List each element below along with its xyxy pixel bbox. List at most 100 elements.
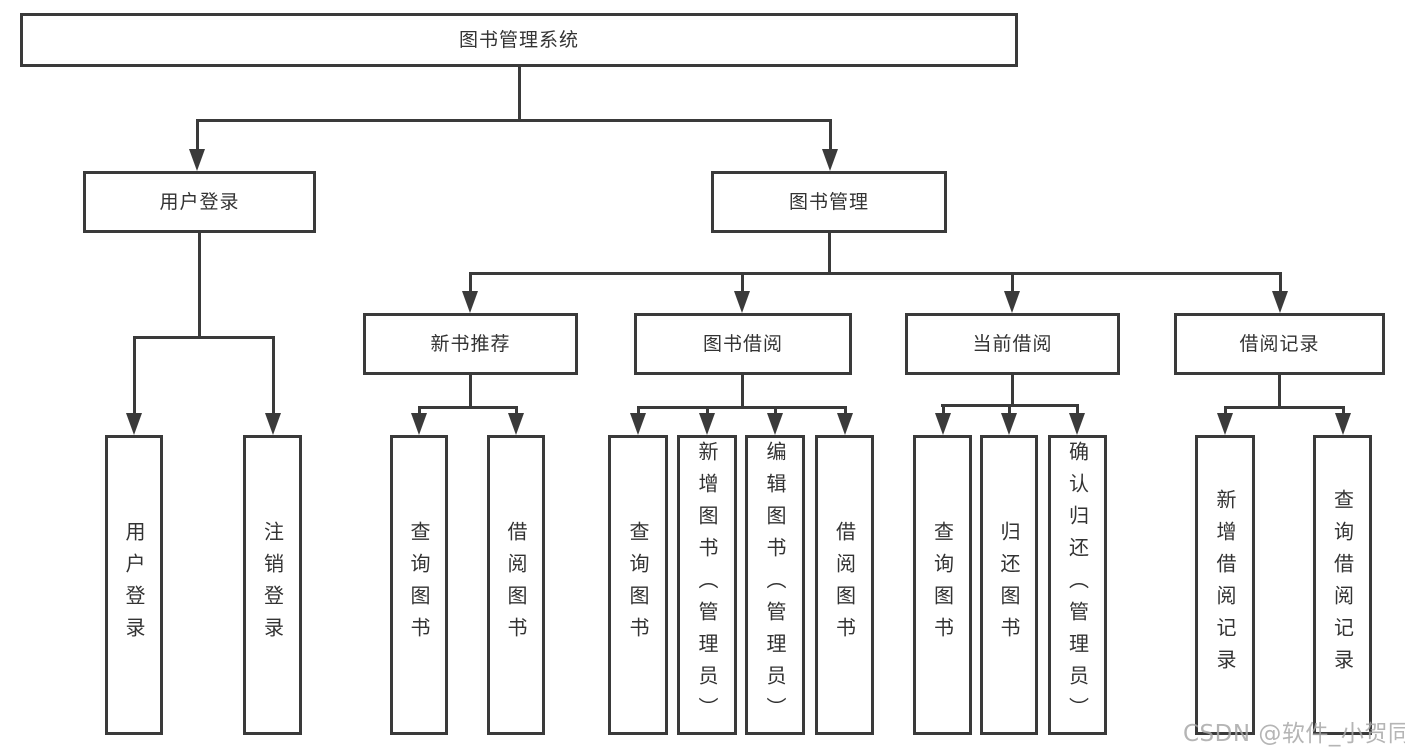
connector-drop-leaf-login (126, 336, 142, 435)
node-book-management: 图书管理 (711, 171, 947, 233)
connector-drop-borrowing-records (1272, 272, 1288, 313)
connector-drop-book-management (822, 119, 838, 171)
csdn-watermark: CSDN @软件_小贺同学 (1183, 721, 1405, 747)
node-root-label: 图书管理系统 (458, 28, 579, 51)
connector-new-book-stem (469, 375, 472, 409)
connector-book-borrowing-rail (637, 406, 846, 409)
connector-stem (417, 406, 421, 413)
leaf-add-books-admin: 新增图书（管理员） (677, 435, 737, 735)
connector-drop-add-books-admin (699, 406, 715, 435)
connector-drop-new-book-recommendation (462, 272, 478, 313)
connector-drop-book-borrowing (734, 272, 750, 313)
connector-drop-query-borrow-record (1335, 406, 1351, 435)
node-book-borrowing-label: 图书借阅 (702, 332, 783, 355)
connector-stem (468, 272, 472, 291)
connector-stem (828, 119, 832, 149)
connector-book-management-stem (828, 233, 831, 275)
connector-stem (1341, 406, 1345, 413)
connector-stem (271, 336, 275, 413)
leaf-query-books-current-label: 查询图书 (930, 521, 955, 649)
leaf-logout: 注销登录 (243, 435, 302, 735)
connector-stem (514, 406, 518, 413)
connector-stem (773, 406, 777, 413)
connector-drop-leaf-logout (265, 336, 281, 435)
connector-stem (1223, 406, 1227, 413)
leaf-add-borrow-record-label: 新增借阅记录 (1213, 489, 1237, 681)
connector-borrowing-records-stem (1278, 375, 1281, 409)
arrowhead-down-icon (734, 291, 750, 313)
arrowhead-down-icon (411, 413, 427, 435)
leaf-confirm-return-admin-label: 确认归还（管理员） (1065, 441, 1090, 729)
leaf-borrow-books-borrowing-label: 借阅图书 (832, 521, 857, 649)
leaf-borrow-books-recommend: 借阅图书 (487, 435, 545, 735)
arrowhead-down-icon (1272, 291, 1288, 313)
leaf-confirm-return-admin: 确认归还（管理员） (1048, 435, 1107, 735)
connector-drop-add-borrow-record (1217, 406, 1233, 435)
connector-stem (636, 406, 640, 413)
connector-stem (740, 272, 744, 291)
leaf-borrow-books-borrowing: 借阅图书 (815, 435, 874, 735)
leaf-query-borrow-record: 查询借阅记录 (1313, 435, 1372, 735)
leaf-user-login: 用户登录 (105, 435, 163, 735)
connector-stem (132, 336, 136, 413)
connector-drop-query-books-2 (630, 406, 646, 435)
connector-stem (1278, 272, 1282, 291)
connector-drop-borrow-books-2 (837, 406, 853, 435)
leaf-edit-books-admin: 编辑图书（管理员） (745, 435, 805, 735)
node-book-management-label: 图书管理 (788, 190, 869, 213)
connector-user-login-stem (198, 233, 201, 339)
node-user-login: 用户登录 (83, 171, 316, 233)
node-borrowing-records: 借阅记录 (1174, 313, 1385, 375)
arrowhead-down-icon (822, 149, 838, 171)
connector-drop-current-borrowing (1004, 272, 1020, 313)
leaf-return-books-label: 归还图书 (997, 521, 1021, 649)
connector-drop-borrow-books-1 (508, 406, 524, 435)
connector-stem (1075, 404, 1079, 413)
connector-new-book-rail (418, 406, 518, 409)
node-current-borrowing-label: 当前借阅 (972, 332, 1053, 355)
connector-borrowing-records-rail (1224, 406, 1344, 409)
arrowhead-down-icon (126, 413, 142, 435)
connector-level2-rail (196, 119, 832, 122)
leaf-edit-books-admin-label: 编辑图书（管理员） (763, 441, 787, 729)
leaf-query-borrow-record-label: 查询借阅记录 (1330, 489, 1355, 681)
connector-stem (843, 406, 847, 413)
arrowhead-down-icon (1001, 413, 1017, 435)
connector-root-stem (518, 67, 521, 122)
node-root: 图书管理系统 (20, 13, 1018, 67)
connector-stem (941, 404, 945, 413)
connector-current-borrowing-stem (1011, 375, 1014, 407)
leaf-borrow-books-recommend-label: 借阅图书 (504, 521, 528, 649)
arrowhead-down-icon (189, 149, 205, 171)
leaf-query-books-borrowing-label: 查询图书 (626, 521, 650, 649)
node-book-borrowing: 图书借阅 (634, 313, 852, 375)
connector-drop-query-books-3 (935, 404, 951, 435)
arrowhead-down-icon (837, 413, 853, 435)
arrowhead-down-icon (1004, 291, 1020, 313)
connector-stem (195, 119, 199, 149)
arrowhead-down-icon (1335, 413, 1351, 435)
leaf-logout-label: 注销登录 (260, 521, 285, 649)
connector-level3-rail (469, 272, 1281, 275)
arrowhead-down-icon (462, 291, 478, 313)
leaf-query-books-recommend: 查询图书 (390, 435, 448, 735)
leaf-return-books: 归还图书 (980, 435, 1038, 735)
node-new-book-recommendation: 新书推荐 (363, 313, 578, 375)
arrowhead-down-icon (265, 413, 281, 435)
node-borrowing-records-label: 借阅记录 (1239, 332, 1320, 355)
connector-stem (705, 406, 709, 413)
leaf-user-login-label: 用户登录 (122, 521, 146, 649)
arrowhead-down-icon (630, 413, 646, 435)
leaf-add-borrow-record: 新增借阅记录 (1195, 435, 1255, 735)
arrowhead-down-icon (1069, 413, 1085, 435)
connector-drop-user-login (189, 119, 205, 171)
connector-stem (1010, 272, 1014, 291)
node-new-book-recommendation-label: 新书推荐 (430, 332, 511, 355)
leaf-add-books-admin-label: 新增图书（管理员） (695, 441, 719, 729)
connector-stem (1007, 404, 1011, 413)
node-current-borrowing: 当前借阅 (905, 313, 1120, 375)
node-user-login-label: 用户登录 (159, 190, 240, 213)
connector-drop-return-books (1001, 404, 1017, 435)
connector-drop-confirm-return-admin (1069, 404, 1085, 435)
